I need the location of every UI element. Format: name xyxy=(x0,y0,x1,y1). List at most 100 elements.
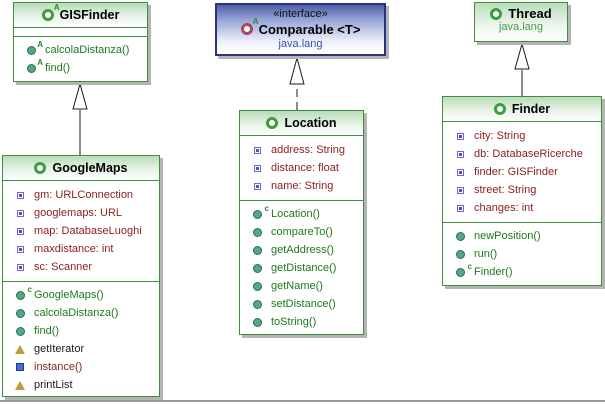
field-icon xyxy=(251,182,263,190)
method-row[interactable]: getAddress() xyxy=(240,241,363,259)
method-row[interactable]: find() xyxy=(3,322,159,340)
field-row[interactable]: db: DatabaseRicerche xyxy=(443,145,601,163)
method-label: newPosition() xyxy=(474,230,541,242)
method-label: instance() xyxy=(34,361,83,373)
method-row[interactable]: getName() xyxy=(240,277,363,295)
method-icon xyxy=(251,317,263,327)
method-icon xyxy=(251,281,263,291)
method-row[interactable]: GoogleMaps() xyxy=(3,286,159,304)
method-row[interactable]: Finder() xyxy=(443,263,601,281)
method-row[interactable]: calcolaDistanza() xyxy=(14,41,147,59)
field-label: changes: int xyxy=(474,202,534,214)
method-row[interactable]: newPosition() xyxy=(443,227,601,245)
method-row[interactable]: calcolaDistanza() xyxy=(3,304,159,322)
fields-compartment: address: String distance: float name: St… xyxy=(240,136,363,201)
class-icon xyxy=(490,7,503,20)
method-icon xyxy=(251,299,263,309)
method-label: run() xyxy=(474,248,498,260)
field-icon xyxy=(454,132,466,140)
field-label: googlemaps: URL xyxy=(34,207,123,219)
interface-stereotype: «interface» xyxy=(273,8,328,20)
class-title: Finder xyxy=(511,102,551,116)
field-icon xyxy=(14,263,26,271)
generalization-arrow-googlemaps-to-gisfinder[interactable] xyxy=(72,82,88,155)
field-row[interactable]: maxdistance: int xyxy=(3,240,159,258)
field-label: map: DatabaseLuoghi xyxy=(34,225,142,237)
field-label: address: String xyxy=(271,144,345,156)
method-label: printList xyxy=(34,379,73,391)
method-label: calcolaDistanza() xyxy=(45,44,130,56)
method-row[interactable]: setDistance() xyxy=(240,295,363,313)
class-title: GISFinder xyxy=(59,8,120,22)
methods-compartment: GoogleMaps() calcolaDistanza() find() ge… xyxy=(3,282,159,398)
method-icon xyxy=(14,326,26,336)
field-row[interactable]: street: String xyxy=(443,181,601,199)
method-row[interactable]: Location() xyxy=(240,205,363,223)
field-row[interactable]: distance: float xyxy=(240,159,363,177)
field-row[interactable]: changes: int xyxy=(443,199,601,217)
field-row[interactable]: googlemaps: URL xyxy=(3,204,159,222)
field-row[interactable]: finder: GISFinder xyxy=(443,163,601,181)
class-title: Thread xyxy=(508,6,552,21)
method-row[interactable]: toString() xyxy=(240,313,363,331)
method-row[interactable]: instance() xyxy=(3,358,159,376)
field-label: street: String xyxy=(474,184,537,196)
class-box-googlemaps[interactable]: GoogleMaps gm: URLConnection googlemaps:… xyxy=(2,155,160,397)
field-label: name: String xyxy=(271,180,334,192)
method-icon xyxy=(251,245,263,255)
class-icon xyxy=(266,117,279,129)
field-label: sc: Scanner xyxy=(34,261,93,273)
field-row[interactable]: gm: URLConnection xyxy=(3,186,159,204)
method-label: getName() xyxy=(271,280,323,292)
method-row[interactable]: run() xyxy=(443,245,601,263)
class-box-finder[interactable]: Finder city: String db: DatabaseRicerche… xyxy=(442,96,602,286)
field-label: city: String xyxy=(474,130,526,142)
method-icon xyxy=(251,227,263,237)
abstract-interface-icon xyxy=(240,18,259,35)
field-row[interactable]: address: String xyxy=(240,141,363,159)
realization-arrow-location-to-comparable[interactable] xyxy=(289,56,305,110)
field-icon xyxy=(454,168,466,176)
abstract-class-icon xyxy=(41,4,60,21)
triangle-icon xyxy=(14,380,26,390)
field-row[interactable]: city: String xyxy=(443,127,601,145)
field-icon xyxy=(14,227,26,235)
abstract-method-icon xyxy=(25,59,43,73)
interface-title-row: Comparable <T> xyxy=(217,18,384,38)
field-row[interactable]: name: String xyxy=(240,177,363,195)
class-icon xyxy=(493,103,506,115)
methods-compartment: calcolaDistanza() find() xyxy=(14,37,147,81)
method-row[interactable]: printList xyxy=(3,376,159,394)
method-label: find() xyxy=(34,325,60,337)
method-row[interactable]: find() xyxy=(14,59,147,77)
field-icon xyxy=(251,146,263,154)
method-label: toString() xyxy=(271,316,317,328)
method-icon xyxy=(454,231,466,241)
field-label: finder: GISFinder xyxy=(474,166,558,178)
class-box-location[interactable]: Location address: String distance: float… xyxy=(239,110,364,335)
interface-box-comparable[interactable]: «interface» Comparable <T> java.lang xyxy=(215,3,386,56)
method-label: setDistance() xyxy=(271,298,336,310)
field-icon xyxy=(14,209,26,217)
class-box-gisfinder[interactable]: GISFinder calcolaDistanza() find() xyxy=(13,2,148,82)
methods-compartment: Location() compareTo() getAddress() getD… xyxy=(240,201,363,335)
method-row[interactable]: getDistance() xyxy=(240,259,363,277)
generalization-arrow-finder-to-thread[interactable] xyxy=(514,42,530,96)
field-icon xyxy=(454,186,466,194)
field-row[interactable]: sc: Scanner xyxy=(3,258,159,276)
method-row[interactable]: compareTo() xyxy=(240,223,363,241)
field-icon xyxy=(251,164,263,172)
method-label: getAddress() xyxy=(271,244,334,256)
abstract-method-icon xyxy=(25,41,43,55)
field-row[interactable]: map: DatabaseLuoghi xyxy=(3,222,159,240)
method-icon xyxy=(251,263,263,273)
class-box-thread[interactable]: Thread java.lang xyxy=(474,2,568,42)
method-row[interactable]: getIterator xyxy=(3,340,159,358)
method-label: getDistance() xyxy=(271,262,337,274)
class-header: Location xyxy=(240,111,363,136)
fields-compartment-empty xyxy=(14,28,147,37)
method-label: Finder() xyxy=(474,266,513,278)
class-header: Finder xyxy=(443,97,601,122)
field-icon xyxy=(454,204,466,212)
